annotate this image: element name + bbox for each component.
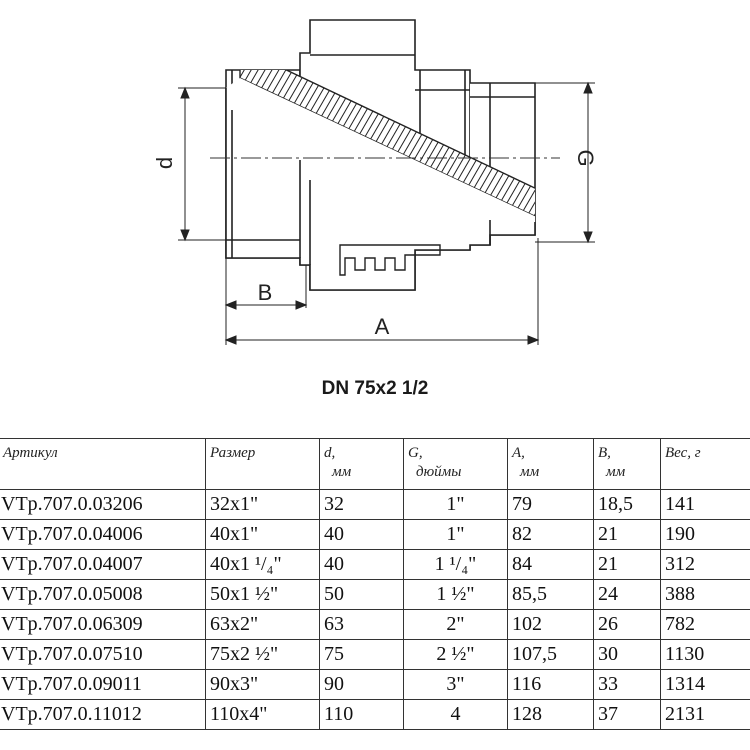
cell-d: 40 [319, 549, 404, 580]
cell-weight: 782 [660, 609, 750, 640]
cell-weight: 190 [660, 519, 750, 550]
cell-d: 32 [319, 489, 404, 520]
cell-a: 116 [507, 669, 594, 700]
cell-b: 33 [593, 669, 661, 700]
cell-b: 37 [593, 699, 661, 730]
cell-size: 32x1" [205, 489, 320, 520]
column-header-g: G, дюймы [403, 438, 508, 490]
cell-size: 75x2 ½" [205, 639, 320, 670]
cell-a: 85,5 [507, 579, 594, 610]
cell-weight: 141 [660, 489, 750, 520]
cell-a: 102 [507, 609, 594, 640]
cell-d: 75 [319, 639, 404, 670]
cell-d: 110 [319, 699, 404, 730]
column-header-article: Артикул [0, 438, 206, 490]
column-header-d: d, мм [319, 438, 404, 490]
dimension-g-label: G [573, 149, 598, 166]
table-header-row: Артикул Размер d, мм G, дюймы A, мм B, мм Вес, г [0, 438, 750, 490]
cell-b: 24 [593, 579, 661, 610]
dimension-a [224, 238, 540, 345]
cell-g: 2 ½" [403, 639, 508, 670]
fitting-technical-drawing: d G B A [152, 19, 598, 345]
cell-article: VTp.707.0.06309 [0, 609, 206, 640]
cell-a: 82 [507, 519, 594, 550]
column-header-label: A, [512, 445, 525, 461]
cell-article: VTp.707.0.04007 [0, 549, 206, 580]
dimension-b [224, 258, 308, 345]
cell-size: 110x4" [205, 699, 320, 730]
cell-d: 50 [319, 579, 404, 610]
column-header-unit: мм [332, 464, 352, 480]
cell-a: 107,5 [507, 639, 594, 670]
column-header-weight: Вес, г [660, 438, 750, 490]
cell-article: VTp.707.0.11012 [0, 699, 206, 730]
dimension-d-label: d [152, 157, 177, 169]
cell-article: VTp.707.0.07510 [0, 639, 206, 670]
cell-g: 4 [403, 699, 508, 730]
cell-b: 21 [593, 549, 661, 580]
cell-b: 21 [593, 519, 661, 550]
dimension-b-label: B [258, 280, 273, 305]
cell-b: 18,5 [593, 489, 661, 520]
column-header-unit: мм [520, 464, 540, 480]
cell-g: 1" [403, 489, 508, 520]
cell-size: 40x1 ¹/₄" [205, 549, 320, 580]
cell-weight: 388 [660, 579, 750, 610]
dimension-d [178, 86, 226, 242]
cell-size: 50x1 ½" [205, 579, 320, 610]
cell-weight: 2131 [660, 699, 750, 730]
cell-article: VTp.707.0.05008 [0, 579, 206, 610]
dimension-g [535, 81, 595, 244]
cell-weight: 312 [660, 549, 750, 580]
column-header-size: Размер [205, 438, 320, 490]
column-header-label: Размер [210, 445, 256, 461]
cell-g: 1" [403, 519, 508, 550]
column-header-label: Артикул [3, 445, 58, 461]
column-header-unit: дюймы [416, 464, 462, 480]
cell-d: 90 [319, 669, 404, 700]
cell-article: VTp.707.0.03206 [0, 489, 206, 520]
column-header-a: A, мм [507, 438, 594, 490]
cell-a: 79 [507, 489, 594, 520]
cell-a: 128 [507, 699, 594, 730]
cell-size: 40x1" [205, 519, 320, 550]
cell-article: VTp.707.0.04006 [0, 519, 206, 550]
cell-size: 63x2" [205, 609, 320, 640]
cell-g: 1 ¹/₄" [403, 549, 508, 580]
cell-d: 63 [319, 609, 404, 640]
model-subtitle: DN 75x2 1/2 [321, 378, 429, 399]
cell-size: 90x3" [205, 669, 320, 700]
cell-weight: 1130 [660, 639, 750, 670]
cell-g: 1 ½" [403, 579, 508, 610]
column-header-label: Вес, г [665, 445, 701, 461]
cell-a: 84 [507, 549, 594, 580]
lower-outline [225, 88, 536, 291]
cell-g: 2" [403, 609, 508, 640]
column-header-label: d, [324, 445, 336, 461]
column-header-label: G, [408, 445, 423, 461]
dimension-a-label: A [375, 314, 390, 339]
column-header-unit: мм [606, 464, 626, 480]
column-header-label: B, [598, 445, 611, 461]
cell-b: 26 [593, 609, 661, 640]
cell-d: 40 [319, 519, 404, 550]
cell-b: 30 [593, 639, 661, 670]
column-header-b: B, мм [593, 438, 661, 490]
cell-article: VTp.707.0.09011 [0, 669, 206, 700]
cell-g: 3" [403, 669, 508, 700]
specification-table: Артикул Размер d, мм G, дюймы A, мм B, мм Вес, г V… [0, 438, 750, 730]
cell-weight: 1314 [660, 669, 750, 700]
